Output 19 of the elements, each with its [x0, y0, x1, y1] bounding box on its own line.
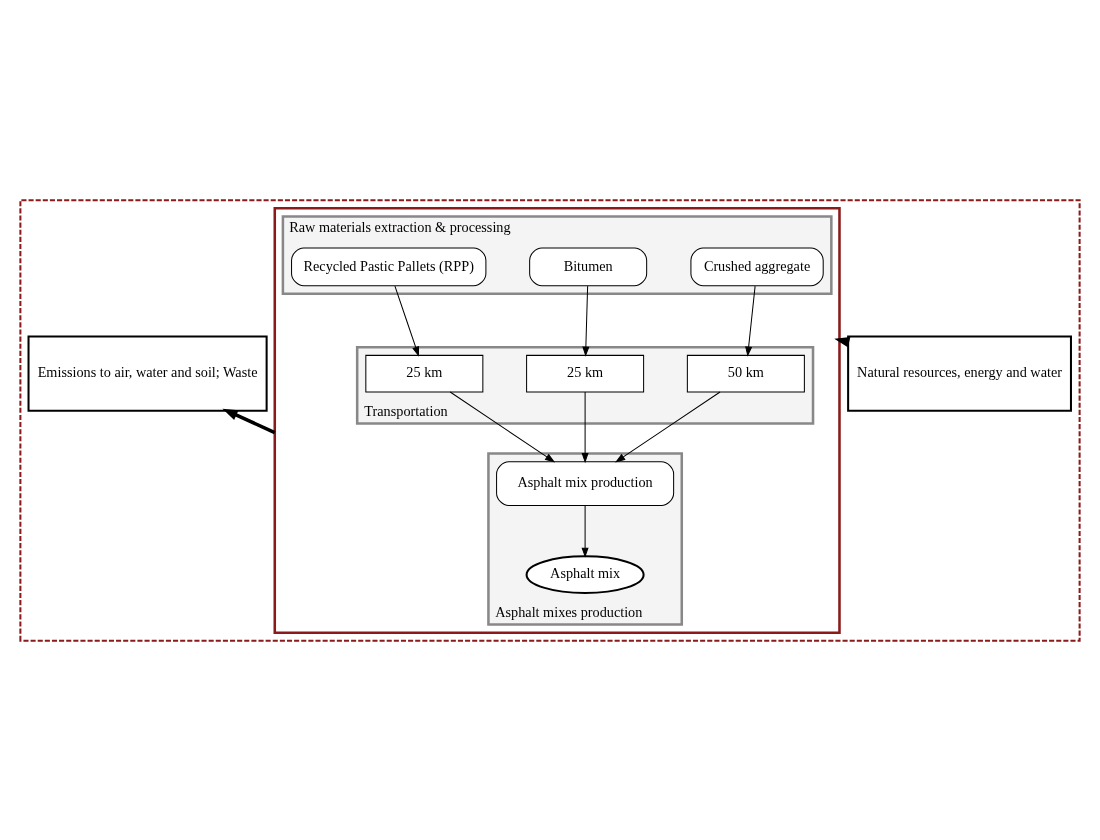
node-box: 25 km — [365, 354, 484, 392]
cluster — [19, 198, 1081, 642]
arrow — [449, 391, 556, 462]
node-box: Crushed aggregate — [690, 247, 824, 286]
node-ellipse: Asphalt mix — [525, 554, 645, 594]
node-box: Asphalt mix production — [496, 460, 675, 506]
arrow — [581, 504, 589, 558]
arrow — [582, 285, 590, 357]
node-box: 25 km — [526, 354, 645, 392]
arrow — [615, 391, 721, 462]
arrow — [222, 408, 276, 434]
arrow — [394, 285, 420, 357]
node-box: Bitumen — [529, 247, 648, 286]
node-box: Emissions to air, water and soil; Waste — [27, 335, 268, 412]
node-box: 50 km — [686, 354, 805, 392]
node-box: Recycled Pastic Pallets (RPP) — [291, 247, 487, 286]
cluster — [273, 206, 841, 634]
arrow — [581, 391, 589, 463]
arrow — [745, 285, 756, 357]
